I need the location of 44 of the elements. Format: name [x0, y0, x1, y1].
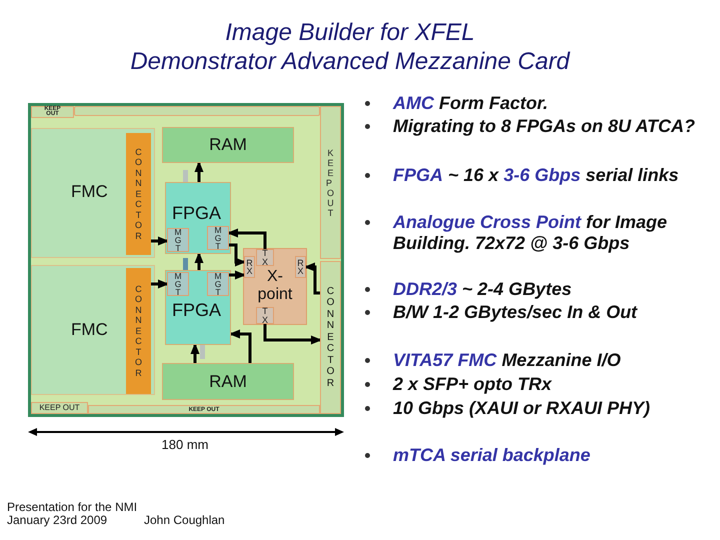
footer-text: John Coughlan	[144, 514, 225, 527]
bullet-text: mTCA serial backplane	[393, 444, 590, 466]
footer-text: Presentation for the NMI	[7, 501, 138, 514]
ram-block: RAM	[162, 127, 294, 163]
bullet-text: B/W 1-2 GBytes/sec In & Out	[393, 302, 638, 322]
mgt-block: MGT	[207, 272, 229, 296]
mgt-block: MGT	[167, 272, 189, 296]
connector-strip: CONNECTOR	[320, 261, 341, 414]
fpga-block	[165, 182, 231, 254]
crosspoint-label: X- point	[257, 268, 293, 304]
rx-port: RX	[295, 256, 306, 278]
arrow	[231, 330, 252, 363]
rx-port: RX	[244, 256, 255, 278]
bullet-text: AMC Form Factor.	[393, 92, 548, 114]
fmc-module	[31, 265, 155, 395]
mgt-block: MGT	[207, 226, 229, 250]
connector-strip: CONNECTOR	[126, 133, 151, 255]
fmc-label: FMC	[71, 182, 108, 202]
arrow	[229, 228, 266, 249]
bullet-text: DDR2/3 ~ 2-4 GBytes	[393, 278, 572, 300]
circuit-board	[28, 103, 344, 417]
bullet-text: 10 Gbps (XAUI or RXAUI PHY)	[393, 398, 650, 418]
dimension-label: 180 mm	[162, 437, 208, 452]
fpga-label: FPGA	[172, 300, 222, 320]
bullet-text: VITA57 FMC Mezzanine I/O	[393, 350, 621, 370]
tx-port: TX	[256, 249, 274, 266]
keep-out-zone: KEEP OUT	[320, 106, 341, 259]
slide-title: Image Builder for XFEL Demonstrator Advanced Mezzanine Card	[129, 18, 572, 76]
fpga-block	[165, 270, 231, 345]
ram-block: RAM	[162, 363, 294, 400]
fmc-module	[31, 128, 155, 258]
bullet-text: FPGA ~ 16 x 3-6 Gbps serial links	[393, 164, 679, 186]
bullet-text: Migrating to 8 FPGAs on 8U ATCA?	[393, 116, 695, 136]
connector-strip: CONNECTOR	[126, 268, 151, 394]
footer-text: January 23rd 2009	[7, 514, 108, 527]
tx-port: TX	[256, 307, 274, 324]
fpga-label: FPGA	[172, 203, 222, 223]
keep-out-strip	[74, 106, 320, 116]
mgt-block: MGT	[167, 228, 189, 252]
crosspoint-block	[243, 248, 307, 325]
keep-out-zone: KEEP OUT	[31, 402, 88, 414]
fmc-label: FMC	[71, 320, 108, 340]
bullet-text: 2 x SFP+ opto TRx	[393, 374, 552, 394]
bullet-text: Analogue Cross Point for Image Building. 72x72 @ 3-6 Gbps	[393, 212, 668, 254]
